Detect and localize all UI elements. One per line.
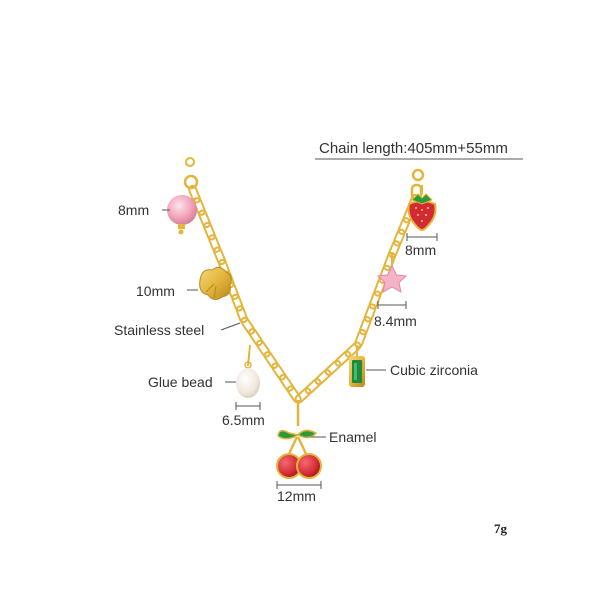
chain-link — [278, 373, 294, 392]
chain-length-label: Chain length:405mm+55mm — [319, 140, 508, 157]
glue-bead-label: Glue bead — [148, 374, 213, 390]
pearl-size-label: 6.5mm — [222, 412, 265, 428]
enamel-label: Enamel — [329, 429, 377, 445]
chain-link — [208, 234, 221, 253]
chain-link — [198, 209, 211, 229]
chain-link — [294, 387, 312, 404]
chain-link — [231, 293, 244, 312]
chain-link — [397, 217, 411, 235]
bead-size-label: 8mm — [118, 202, 150, 218]
star-size-label: 8.4mm — [374, 313, 417, 329]
chain-link — [263, 351, 279, 369]
strawberry-charm — [407, 185, 437, 232]
gold-flower-charm — [199, 266, 232, 301]
cherry-charm — [276, 400, 322, 479]
chain-link — [358, 316, 372, 336]
cherry-size-label: 12mm — [277, 488, 316, 504]
chain-link — [213, 246, 226, 266]
strawberry-size-label: 8mm — [405, 242, 437, 258]
emerald-charm — [349, 345, 365, 387]
pearl-charm — [236, 344, 260, 398]
weight-label: 7g — [494, 521, 507, 536]
flower-size-label: 10mm — [136, 283, 175, 299]
chain-link — [344, 341, 362, 358]
chain-link — [304, 378, 322, 395]
stainless-steel-label: Stainless steel — [114, 322, 205, 338]
chain-link — [255, 339, 271, 358]
chain-link — [334, 350, 352, 367]
chain-link — [235, 305, 248, 324]
chain-link — [203, 221, 216, 241]
annotation-lines — [162, 158, 523, 489]
chain-link — [314, 369, 332, 386]
clasp-left — [183, 157, 199, 190]
chain-link — [324, 359, 342, 376]
chain-link — [271, 362, 287, 381]
pink-bead-charm — [167, 195, 197, 235]
chain-link — [392, 228, 406, 247]
chain-link — [248, 328, 264, 347]
chain-link — [188, 184, 201, 204]
chain-link — [363, 303, 377, 323]
steel-leader — [220, 322, 241, 331]
cubic-zirconia-label: Cubic zirconia — [390, 362, 478, 378]
pink-star-charm — [376, 252, 408, 293]
chain-link — [240, 316, 256, 335]
